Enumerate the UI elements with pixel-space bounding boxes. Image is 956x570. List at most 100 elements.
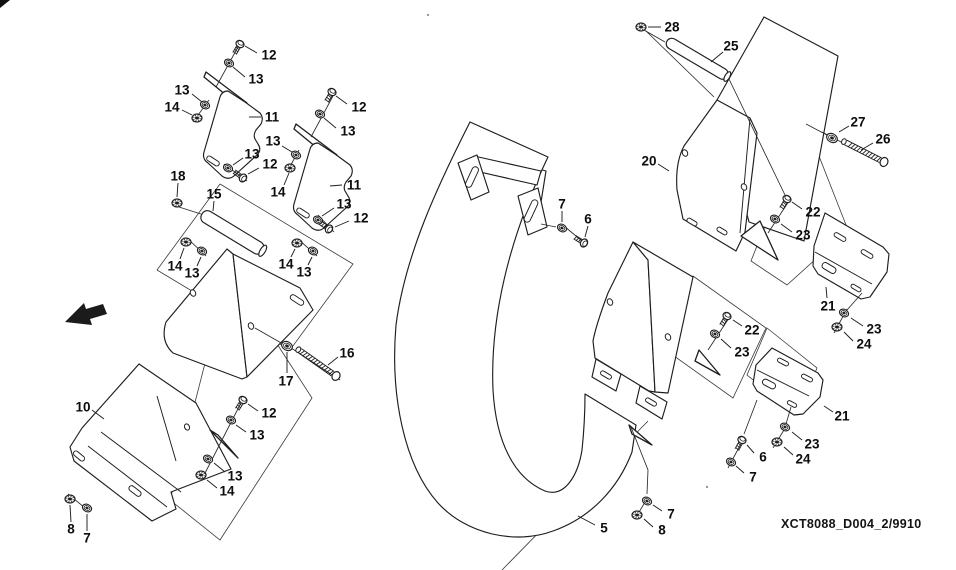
deflector-panel <box>163 248 314 380</box>
washer-lg-icon <box>826 132 838 144</box>
part-number-label: 13 <box>340 124 356 139</box>
washer-icon <box>556 223 568 233</box>
callout-14: 14 <box>167 247 185 274</box>
scraper-blade <box>740 220 779 261</box>
callout-27: 27 <box>838 115 866 133</box>
direction-arrow-icon <box>65 303 107 325</box>
callout-23: 23 <box>780 223 811 243</box>
bolt-icon <box>235 395 248 411</box>
part-number-label: 12 <box>261 48 276 63</box>
callout-23: 23 <box>850 317 882 337</box>
part-number-label: 13 <box>184 266 200 281</box>
callout-7: 7 <box>735 465 757 485</box>
belt-part-5 <box>394 121 637 538</box>
callout-13: 13 <box>265 134 293 153</box>
callout-8: 8 <box>643 518 666 538</box>
part-number-label: 13 <box>244 147 260 162</box>
callout-14: 14 <box>206 479 235 499</box>
speck <box>705 485 709 489</box>
part-number-label: 6 <box>759 450 767 465</box>
part-number-label: 14 <box>278 257 294 272</box>
callout-7: 7 <box>83 514 91 546</box>
angle-bracket-part-21-lower <box>752 347 824 416</box>
part-number-label: 13 <box>249 428 265 443</box>
callout-11: 11 <box>249 110 280 125</box>
part-number-label: 27 <box>850 115 865 130</box>
callout-23: 23 <box>720 338 750 360</box>
lower-chute-panel <box>591 241 694 420</box>
scraper-blade <box>209 429 239 459</box>
nut-icon <box>635 22 647 32</box>
washer-icon <box>81 503 93 513</box>
washer-icon <box>779 422 791 432</box>
part-number-label: 24 <box>795 452 811 467</box>
part-number-label: 13 <box>296 265 312 280</box>
part-number-label: 8 <box>658 523 666 538</box>
callout-7: 7 <box>558 197 566 222</box>
part-number-label: 7 <box>83 531 91 546</box>
bolt-long-icon <box>841 138 889 168</box>
callout-26: 26 <box>860 132 891 151</box>
part-number-label: 23 <box>795 228 811 243</box>
part-number-label: 14 <box>167 259 183 274</box>
callout-13: 13 <box>235 424 265 443</box>
part-number-label: 11 <box>265 110 280 125</box>
rod-part-25 <box>665 37 732 82</box>
belt-clamp-bracket <box>457 154 548 236</box>
washer-icon <box>222 163 234 173</box>
bolt-icon <box>232 169 248 183</box>
washer-icon <box>202 454 214 464</box>
part-number-label: 22 <box>744 323 759 338</box>
callout-14: 14 <box>270 172 290 200</box>
washer-icon <box>769 214 781 224</box>
washer-icon <box>199 100 211 110</box>
washer-icon <box>725 457 737 467</box>
callout-5: 5 <box>577 515 608 536</box>
washer-icon <box>223 58 235 68</box>
callout-11: 11 <box>329 178 362 193</box>
part-number-label: 10 <box>75 400 90 415</box>
bolt-long-icon <box>295 346 341 381</box>
part-number-label: 21 <box>834 409 850 424</box>
nut-icon <box>171 198 183 208</box>
nut-icon <box>64 494 76 504</box>
callout-23: 23 <box>791 431 820 452</box>
bolt-icon <box>734 435 747 451</box>
callout-13: 13 <box>323 117 356 139</box>
part-number-label: 7 <box>667 507 675 522</box>
part-number-label: 13 <box>265 134 281 149</box>
callout-10: 10 <box>75 400 105 420</box>
part-number-label: 8 <box>67 522 75 537</box>
callout-14: 14 <box>164 100 193 116</box>
part-number-label: 13 <box>248 72 264 87</box>
part-number-label: 13 <box>227 469 243 484</box>
callout-25: 25 <box>710 39 739 63</box>
callout-13: 13 <box>321 197 352 217</box>
bolt-icon <box>318 220 334 234</box>
figure-code: XCT8088_D004_2/9910 <box>781 517 922 531</box>
callout-13: 13 <box>174 83 203 103</box>
part-number-label: 24 <box>856 337 872 352</box>
callout-24: 24 <box>843 331 872 352</box>
callout-12: 12 <box>247 403 277 421</box>
scraper-blade <box>694 349 721 376</box>
part-number-label: 25 <box>723 39 739 54</box>
angle-bracket-part-21-upper <box>812 212 890 300</box>
bracket-part-11 <box>202 71 263 179</box>
nut-icon <box>831 322 843 332</box>
part-number-label: 7 <box>749 470 757 485</box>
part-number-label: 21 <box>820 299 836 314</box>
rod-part-15 <box>200 210 268 257</box>
callout-24: 24 <box>783 446 811 467</box>
callout-12: 12 <box>335 95 367 115</box>
chute-panel-part-20 <box>676 99 758 252</box>
callout-13: 13 <box>232 147 260 166</box>
callout-20: 20 <box>641 154 670 172</box>
part-number-label: 12 <box>261 406 276 421</box>
part-number-label: 22 <box>805 205 820 220</box>
part-number-label: 23 <box>866 322 882 337</box>
nut-icon <box>180 237 192 247</box>
part-number-label: 11 <box>347 178 362 193</box>
